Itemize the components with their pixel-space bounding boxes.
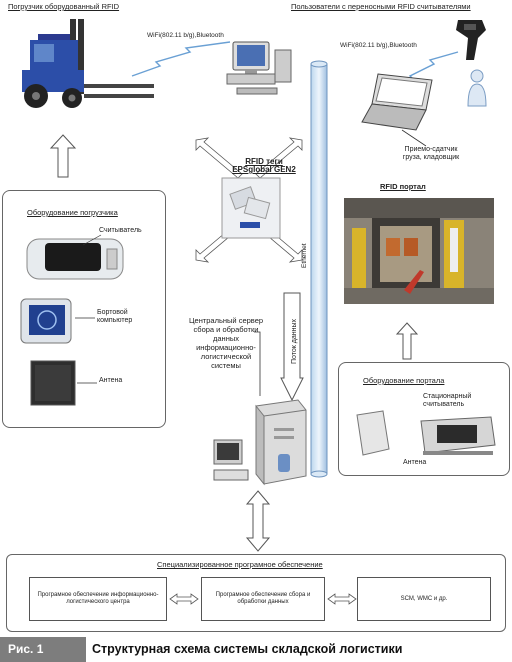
ethernet-bus [310,60,328,478]
forklift-equipment-panel: Оборудование погрузчика Считыватель Борт… [2,190,166,428]
portal-equipment-title: Оборудование портала [363,376,445,385]
computer-pointer [75,317,95,319]
reader-label: Считыватель [99,227,142,234]
antenna-image [30,360,76,406]
portal-antenna-label: Антена [403,459,427,466]
figure-tag: Рис. 1 [0,637,86,662]
tags-title: RFID теги EPSglobal GEN2 [232,157,296,174]
software-panel: Специализированное програмное обеспечени… [6,554,506,632]
laptop-image [361,73,433,131]
forklift-equipment-title: Оборудование погрузчика [27,208,118,217]
server-software-arrow [245,490,271,552]
handheld-reader-image [456,20,486,60]
software-box-logistics-center: Програмное обеспечение информационно-лог… [29,577,167,621]
server-description: Центральный сервер сбора и обработки дан… [188,316,264,370]
stationary-reader-image [420,416,496,455]
rfid-portal-photo [344,198,494,304]
server-image [213,399,307,486]
software-arrow-right [327,593,357,605]
up-arrow-forklift [49,134,77,178]
reader-device-image [26,238,124,280]
portal-equipment-panel: Оборудование портала Стационарный считыв… [338,362,510,476]
portable-users-title: Пользователи с переносными RFID считыват… [291,2,471,11]
software-arrow-left [169,593,199,605]
software-box-data-processing: Програмное обеспечение сбора и обработки… [201,577,325,621]
user-icon [467,69,487,107]
wifi-signal-left [131,41,231,77]
data-flow-label: Поток данных [291,318,298,364]
wifi-label-left: WiFi(802.11 b/g),Bluetooth [147,32,224,39]
software-title: Специализированное програмное обеспечени… [157,560,323,569]
stationary-reader-label: Стационарный считыватель [423,393,472,408]
figure-caption: Структурная схема системы складской логи… [92,642,403,656]
up-arrow-portal [395,322,419,360]
antenna-label: Антена [99,377,123,384]
figure-tag-text: Рис. 1 [8,642,44,656]
reader-pointer [82,234,102,246]
server-bracket [254,331,261,396]
desktop-computer-image [226,41,292,95]
rfid-tags-image [221,177,281,239]
forklift-title: Погрузчик оборудованный RFID [8,2,120,11]
data-flow-arrow [280,292,304,402]
forklift-image [22,19,154,108]
onboard-computer-label: Бортовой компьютер [97,309,133,324]
connector-laptop-receiver [401,129,427,147]
portal-antenna-image [356,410,390,456]
receiver-label: Приемо-сдатчик груза, кладовщик [402,146,460,161]
portal-title: RFID портал [380,182,426,191]
software-box-scm: SCM, WMC и др. [357,577,491,621]
antenna-pointer [77,382,97,384]
onboard-computer-image [20,298,72,344]
wifi-label-right: WiFi(802.11 b/g),Bluetooth [340,42,417,49]
